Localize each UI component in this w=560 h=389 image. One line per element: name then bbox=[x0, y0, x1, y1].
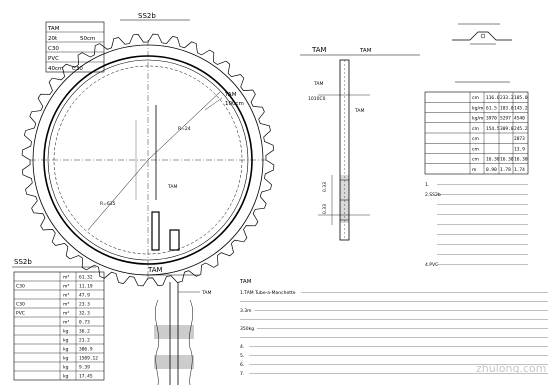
bottom-notes: 1.TAM Tube-a-Manchette 3.3m 350kg 4. 5. 6. 7. bbox=[240, 290, 548, 377]
circle-dim-100cm: 100cm bbox=[225, 101, 244, 107]
right-table-cell: 61.5 bbox=[486, 105, 497, 111]
tlt-r4c0: 40cm bbox=[48, 66, 63, 72]
blt-unit: kg bbox=[63, 365, 69, 371]
right-note-line: 1. bbox=[425, 182, 429, 188]
right-table-unit: kg/m bbox=[472, 105, 483, 111]
bottom-notes-title: TAM bbox=[239, 279, 252, 285]
bottom-note-line: 5. bbox=[240, 353, 244, 359]
tam-left-tag: TAM bbox=[313, 81, 323, 87]
bottom-note-line: 1.TAM Tube-a-Manchette bbox=[240, 290, 296, 296]
right-table-unit: cm bbox=[472, 96, 479, 101]
right-table-cell: 245.2 bbox=[514, 126, 528, 132]
bottom-mid-title: TAM bbox=[147, 266, 163, 274]
blt-qty: 17.45 bbox=[79, 374, 93, 380]
right-table-cell: 16.30 bbox=[514, 157, 528, 163]
tam-dim1: 0.33 bbox=[322, 182, 328, 192]
blt-unit: m³ bbox=[63, 293, 69, 299]
tlt-r1c0: 20t bbox=[48, 36, 58, 42]
right-table-cell: 154.5 bbox=[486, 126, 500, 132]
circle-r-label: R=24 bbox=[178, 126, 191, 132]
right-table-cell: 1.78 bbox=[500, 167, 511, 173]
right-table-cell: 185.0 bbox=[514, 95, 528, 101]
tlt-r1c1: 50cm bbox=[80, 36, 95, 42]
right-table-cell: 3970 bbox=[486, 116, 497, 122]
right-table-unit: kg/m bbox=[472, 116, 483, 122]
blt-qty: 0.73 bbox=[79, 320, 90, 326]
bottom-mid-label: TAM bbox=[201, 290, 211, 296]
right-table-cell: 13.9 bbox=[514, 146, 525, 152]
watermark: zhulong.com bbox=[476, 362, 546, 375]
tlt-r0c0: TAM bbox=[47, 26, 60, 32]
circle-tam-inner: TAM bbox=[167, 184, 177, 190]
blt-unit: kg bbox=[63, 356, 69, 362]
blt-unit: m² bbox=[63, 312, 69, 317]
blt-unit: m³ bbox=[63, 275, 69, 281]
blt-unit: m³ bbox=[63, 320, 69, 326]
tlt-r3c0: PVC bbox=[48, 56, 59, 62]
top-mid-title: TAM bbox=[311, 46, 327, 54]
right-table-unit: cm bbox=[472, 137, 479, 142]
blt-qty: 32.3 bbox=[79, 311, 90, 317]
blt-unit: m³ bbox=[63, 284, 69, 290]
blt-unit: kg bbox=[63, 347, 69, 353]
blt-qty: 21.2 bbox=[79, 338, 90, 344]
bottom-note-line: 350kg bbox=[240, 326, 254, 332]
circle-r635: R=635 bbox=[100, 201, 116, 207]
bottom-note-line: 6. bbox=[240, 362, 244, 368]
right-table-cell: 145.2 bbox=[514, 105, 528, 111]
right-table-cell: 309.0 bbox=[500, 126, 514, 132]
right-table-unit: m bbox=[472, 168, 476, 173]
blt-unit: m³ bbox=[63, 302, 69, 308]
bottom-note-line: 3.3m bbox=[240, 308, 252, 314]
tam-tube-elevation bbox=[318, 59, 370, 241]
right-table-cell: 5297 bbox=[500, 116, 511, 122]
blt-qty: 36.2 bbox=[79, 329, 90, 335]
right-note-line: 2.SS2b bbox=[425, 192, 441, 198]
top-left-title: SS2b bbox=[138, 12, 156, 20]
circular-section bbox=[21, 33, 275, 287]
right-notes: 1. 2.SS2b 4.PVC bbox=[425, 182, 528, 268]
tam-dim2: 0.33 bbox=[322, 204, 328, 214]
blt-unit: kg bbox=[63, 329, 69, 335]
blt-qty: 306.9 bbox=[79, 347, 93, 353]
right-table-unit: cm bbox=[472, 158, 479, 163]
top-right-detail bbox=[452, 31, 512, 45]
top-mid-sub: TAM bbox=[359, 48, 372, 54]
blt-qty: 61.32 bbox=[79, 275, 93, 281]
blt-item: PVC bbox=[16, 311, 25, 317]
bottom-left-title: SS2b bbox=[14, 258, 32, 266]
tam-section-detail bbox=[154, 282, 200, 386]
right-table-cell: 16.30 bbox=[486, 157, 500, 163]
right-table-cell: 183.0 bbox=[500, 105, 514, 111]
blt-unit: kg bbox=[63, 338, 69, 344]
tlt-r2c0: C30 bbox=[48, 46, 59, 52]
right-table-cell: 116.6 bbox=[486, 95, 500, 101]
right-table-unit: cm bbox=[472, 147, 479, 152]
blt-qty: 9.39 bbox=[79, 365, 90, 371]
blt-item: C30 bbox=[16, 302, 25, 308]
right-table-cell: 2873 bbox=[514, 136, 525, 142]
blt-qty: 1509.12 bbox=[79, 356, 98, 362]
blt-qty: 11.19 bbox=[79, 284, 93, 290]
right-table-cell: 16.30 bbox=[500, 157, 514, 163]
bottom-note-line: 7. bbox=[240, 371, 244, 377]
bottom-note-line: 4. bbox=[240, 344, 244, 350]
tam-left-mid: TAM bbox=[354, 108, 364, 114]
blt-unit: kg bbox=[63, 374, 69, 380]
right-table-cell: 1.74 bbox=[514, 167, 525, 173]
right-table-cell: 4540 bbox=[514, 116, 525, 122]
right-note-line: 4.PVC bbox=[425, 262, 438, 268]
right-table-cell: 0.90 bbox=[486, 167, 497, 173]
blt-item: C30 bbox=[16, 284, 25, 290]
right-table-cell: 233.2 bbox=[500, 95, 514, 101]
blt-qty: 47.9 bbox=[79, 293, 90, 299]
circle-tam-note: TAM bbox=[224, 92, 237, 98]
right-table-unit: cm bbox=[472, 127, 479, 132]
tam-left-top: 1010C0 bbox=[308, 96, 326, 102]
blt-qty: 23.3 bbox=[79, 302, 90, 308]
